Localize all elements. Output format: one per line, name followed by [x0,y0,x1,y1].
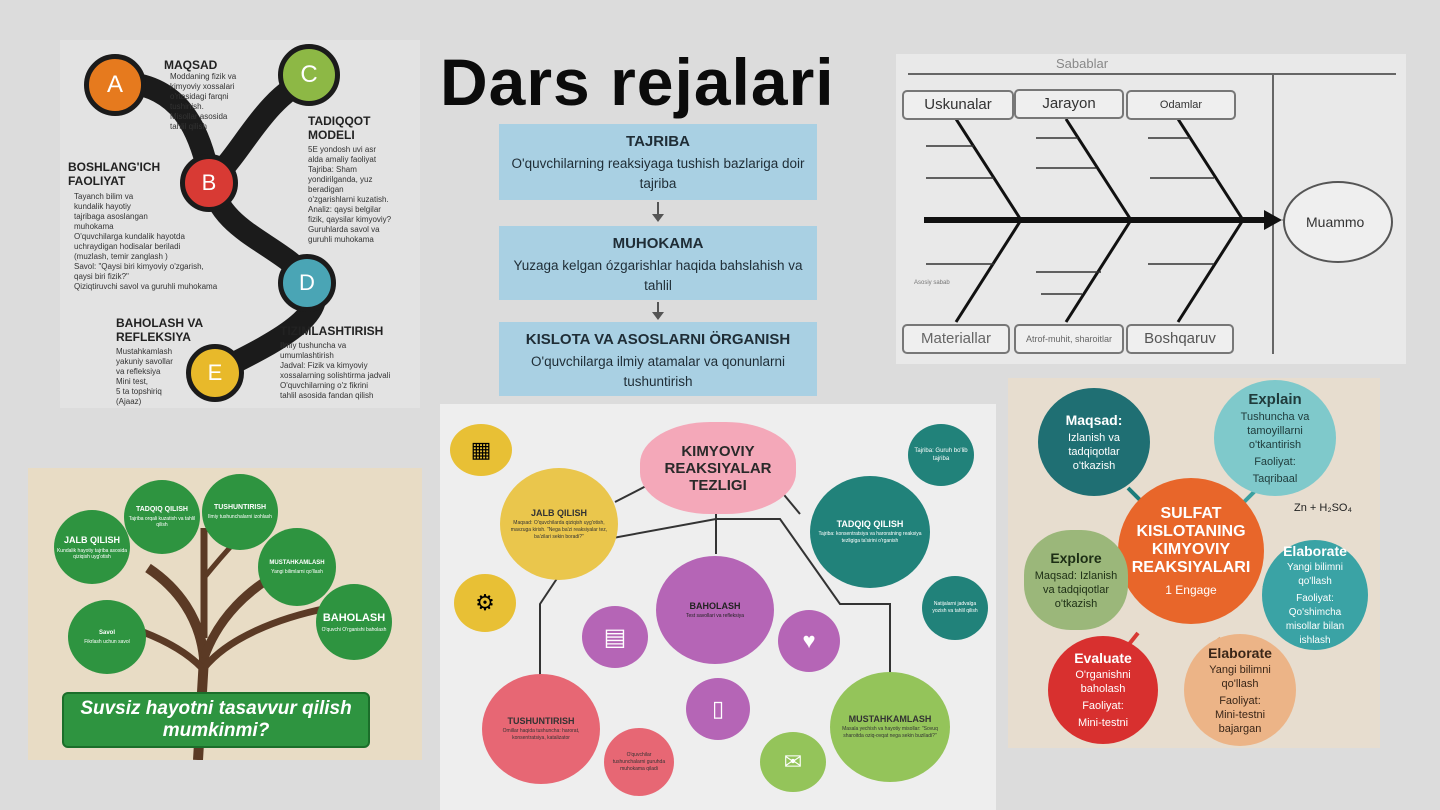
fishbone-box-odamlar: Odamlar [1126,90,1236,120]
fiveE-center: SULFAT KISLOTANING KIMYOVIY REAKSIYALARI… [1118,478,1264,624]
mind-tushuntirish-small: O'quvchilar tushunchalarni guruhda muhok… [604,728,674,796]
fishbone-box-uskunalar: Uskunalar [902,90,1014,120]
mind-tadqiq: TADQIQ QILISH Tajriba: konsentratsiya va… [810,476,930,588]
fiveE-explore: Explore Maqsad: Izlanish va tadqiqotlar … [1024,530,1128,630]
fiveE-formula: Zn + H₂SO₄ [1294,502,1352,514]
circle-e: E [186,344,244,402]
fishbone-panel: Sabablar Uskunalar Jarayon Odamlar Mater… [896,54,1406,364]
fiveE-panel: Maqsad: Izlanish va tadqiqotlar o'tkazis… [1008,378,1380,748]
fishbone-note: Asosiy sabab [914,280,950,286]
mind-icon-phone: ▯ [686,678,750,740]
mind-icon-chart: ▤ [582,606,648,668]
mind-icon-chat: ✉ [760,732,826,792]
fiveE-elaborate-2: Elaborate Yangi bilimni qo'llash Faoliya… [1184,634,1296,746]
maqsad-heading: MAQSAD [164,58,218,72]
page-title: Dars rejalari [440,45,835,119]
mind-icon-people: ▦ [450,424,512,476]
fishbone-head-label: Muammo [1306,214,1365,230]
fiveE-evaluate: Evaluate O'rganishni baholash Faoliyat: … [1048,636,1158,744]
flow-arrow-2 [657,302,659,314]
mind-tushuntirish: TUSHUNTIRISH Omillar haqida tushuncha: h… [482,674,600,784]
circle-a: A [84,54,146,116]
fishbone-lines [908,73,1396,354]
flow-arrow-1 [657,202,659,216]
fiveE-maqsad: Maqsad: Izlanish va tadqiqotlar o'tkazis… [1038,388,1150,496]
mind-jalb: JALB QILISH Maqsad: O'quvchilarda qiziqi… [500,468,618,580]
mind-tadqiq-top: Tajriba: Guruh bo'lib tajriba [908,424,974,486]
mind-tadqiq-side: Natijalarni jadvalga yozish va tahlil qi… [922,576,988,640]
circle-b: B [180,154,238,212]
flow-box-tajriba: TAJRIBA O'quvchilarning reaksiyaga tushi… [499,124,817,200]
fishbone-box-jarayon: Jarayon [1014,89,1124,119]
tree-banner: Suvsiz hayotni tasavvur qilish mumkinmi? [62,692,370,748]
mind-center: KIMYOVIY REAKSIYALAR TEZLIGI [640,422,796,514]
circle-d: D [278,254,336,312]
mind-baholash: BAHOLASH Test savollari va refleksiya [656,556,774,664]
mind-icon-gears: ⚙ [454,574,516,632]
fishbone-box-atrof: Atrof-muhit, sharoitlar [1014,324,1124,354]
fiveE-explain: Explain Tushuncha va tamoyillarni o'tkan… [1214,380,1336,496]
flow-box-muhokama: MUHOKAMA Yuzaga kelgan ózgarishlar haqid… [499,226,817,300]
fishbone-box-boshqaruv: Boshqaruv [1126,324,1234,354]
mind-icon-bulb: ♥ [778,610,840,672]
flow-box-kislota: KISLOTA VA ASOSLARNI ÖRGANISH O'quvchila… [499,322,817,396]
flow-arrowhead-2 [652,312,664,320]
circle-c: C [278,44,340,106]
fishbone-box-materiallar: Materiallar [902,324,1010,354]
flow-arrowhead-1 [652,214,664,222]
fiveE-elaborate-1: Elaborate Yangi bilimni qo'llash Faoliya… [1262,540,1368,650]
mindmap-panel: ▦ ⚙ KIMYOVIY REAKSIYALAR TEZLIGI JALB QI… [440,404,996,810]
mind-mustahkamlash: MUSTAHKAMLASH Masala yechish va hayotiy … [830,672,950,782]
fishbone-top-label: Sabablar [1056,56,1109,71]
